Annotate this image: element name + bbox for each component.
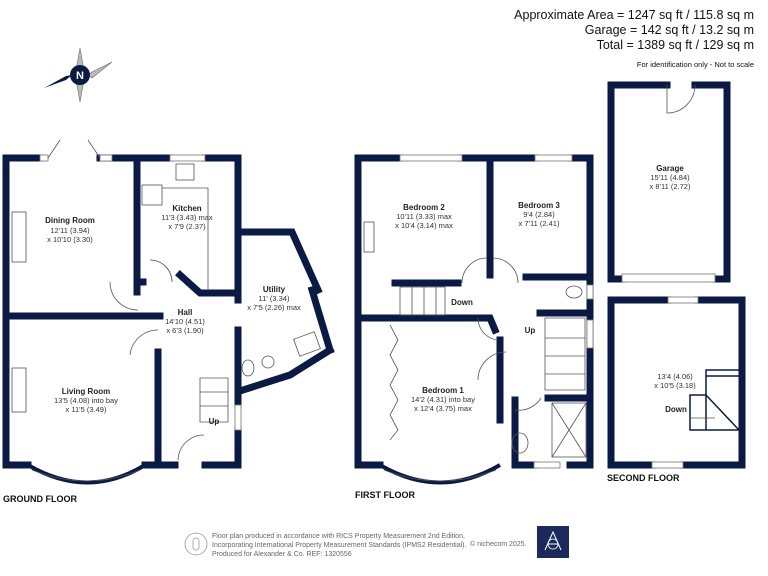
room-dimension: 14'2 (4.31) into bay [411, 395, 475, 404]
first-floor-label: FIRST FLOOR [355, 490, 415, 500]
company-logo [537, 526, 569, 558]
copyright: © nichecom 2025. [470, 541, 527, 548]
room-living: Living Room 13'5 (4.08) into bay x 11'5 … [54, 387, 118, 414]
room-dimension: 13'5 (4.08) into bay [54, 396, 118, 405]
compass-icon: N [44, 47, 113, 103]
compass-north-label: N [76, 70, 84, 82]
total-area: Total = 1389 sq ft / 129 sq m [596, 38, 754, 52]
garage-area: Garage = 142 sq ft / 13.2 sq m [584, 23, 754, 37]
room-name: Utility [263, 285, 286, 294]
room-dimension: x 10'4 (3.14) max [395, 221, 453, 230]
footer-line: Incorporating International Property Mea… [212, 542, 467, 549]
room-name: Bedroom 1 [422, 386, 464, 395]
room-bedroom-1: Bedroom 1 14'2 (4.31) into bay x 12'4 (3… [411, 386, 475, 413]
room-name: Bedroom 3 [518, 201, 560, 210]
room-dimension: 9'4 (2.84) [523, 210, 555, 219]
room-dimension: 12'11 (3.94) [50, 226, 90, 235]
second-floor-walls [607, 296, 746, 469]
room-dimension: x 7'9 (2.37) [168, 222, 206, 231]
room-dimension: 11' (3.34) [259, 294, 290, 303]
room-bedroom-3: Bedroom 3 9'4 (2.84) x 7'11 (2.41) [518, 201, 560, 228]
room-name: Dining Room [45, 216, 95, 225]
room-dimension: x 10'5 (3.18) [654, 381, 696, 390]
room-dimension: x 12'4 (3.75) max [414, 404, 472, 413]
room-dimension: x 6'3 (1.90) [166, 326, 204, 335]
room-name: Living Room [62, 387, 110, 396]
second-floor-label: SECOND FLOOR [607, 473, 680, 483]
room-dimension: x 7'5 (2.26) max [247, 303, 301, 312]
stairs-down-label: Down [451, 298, 473, 307]
room-dimension: 14'10 (4.51) [165, 317, 205, 326]
garage-walls [607, 81, 731, 283]
approximate-area: Approximate Area = 1247 sq ft / 115.8 sq… [514, 8, 754, 22]
stairs-up-label: Up [209, 417, 220, 426]
room-kitchen: Kitchen 11'3 (3.43) max x 7'9 (2.37) [161, 204, 213, 231]
room-name: Garage [656, 164, 684, 173]
room-name: Bedroom 2 [403, 203, 445, 212]
area-summary: Approximate Area = 1247 sq ft / 115.8 sq… [514, 8, 754, 72]
room-bedroom-2: Bedroom 2 10'11 (3.33) max x 10'4 (3.14)… [395, 203, 453, 230]
room-dimension: 10'11 (3.33) max [396, 212, 452, 221]
room-name: Kitchen [172, 204, 201, 213]
room-utility: Utility 11' (3.34) x 7'5 (2.26) max [247, 285, 301, 312]
room-dimension: x 8'11 (2.72) [650, 182, 691, 191]
footer-text: Floor plan produced in accordance with R… [212, 532, 466, 559]
info-icon [184, 532, 208, 556]
room-dimension: 13'4 (4.06) [657, 372, 693, 381]
room-dimension: 11'3 (3.43) max [161, 213, 213, 222]
room-dimension: x 7'11 (2.41) [519, 219, 560, 228]
room-hall: Hall 14'10 (4.51) x 6'3 (1.90) [165, 308, 205, 335]
ground-floor-walls [2, 139, 335, 485]
stairs-up-label: Up [525, 326, 536, 335]
room-dimension: x 11'5 (3.49) [66, 405, 107, 414]
ground-floor-label: GROUND FLOOR [3, 494, 77, 504]
room-second-floor: 13'4 (4.06) x 10'5 (3.18) [654, 372, 696, 390]
scale-note: For identification only - Not to scale [636, 60, 754, 69]
room-dimension: 15'11 (4.84) [650, 173, 690, 182]
first-floor-walls [354, 154, 594, 485]
footer-line: Floor plan produced in accordance with R… [212, 533, 465, 540]
room-garage: Garage 15'11 (4.84) x 8'11 (2.72) [650, 164, 691, 191]
room-dimension: x 10'10 (3.30) [47, 235, 93, 244]
room-name: Hall [178, 308, 193, 317]
stairs-down-label: Down [665, 405, 687, 414]
footer-line: Produced for Alexander & Co. REF: 132055… [212, 551, 352, 558]
room-dining: Dining Room 12'11 (3.94) x 10'10 (3.30) [45, 216, 95, 244]
